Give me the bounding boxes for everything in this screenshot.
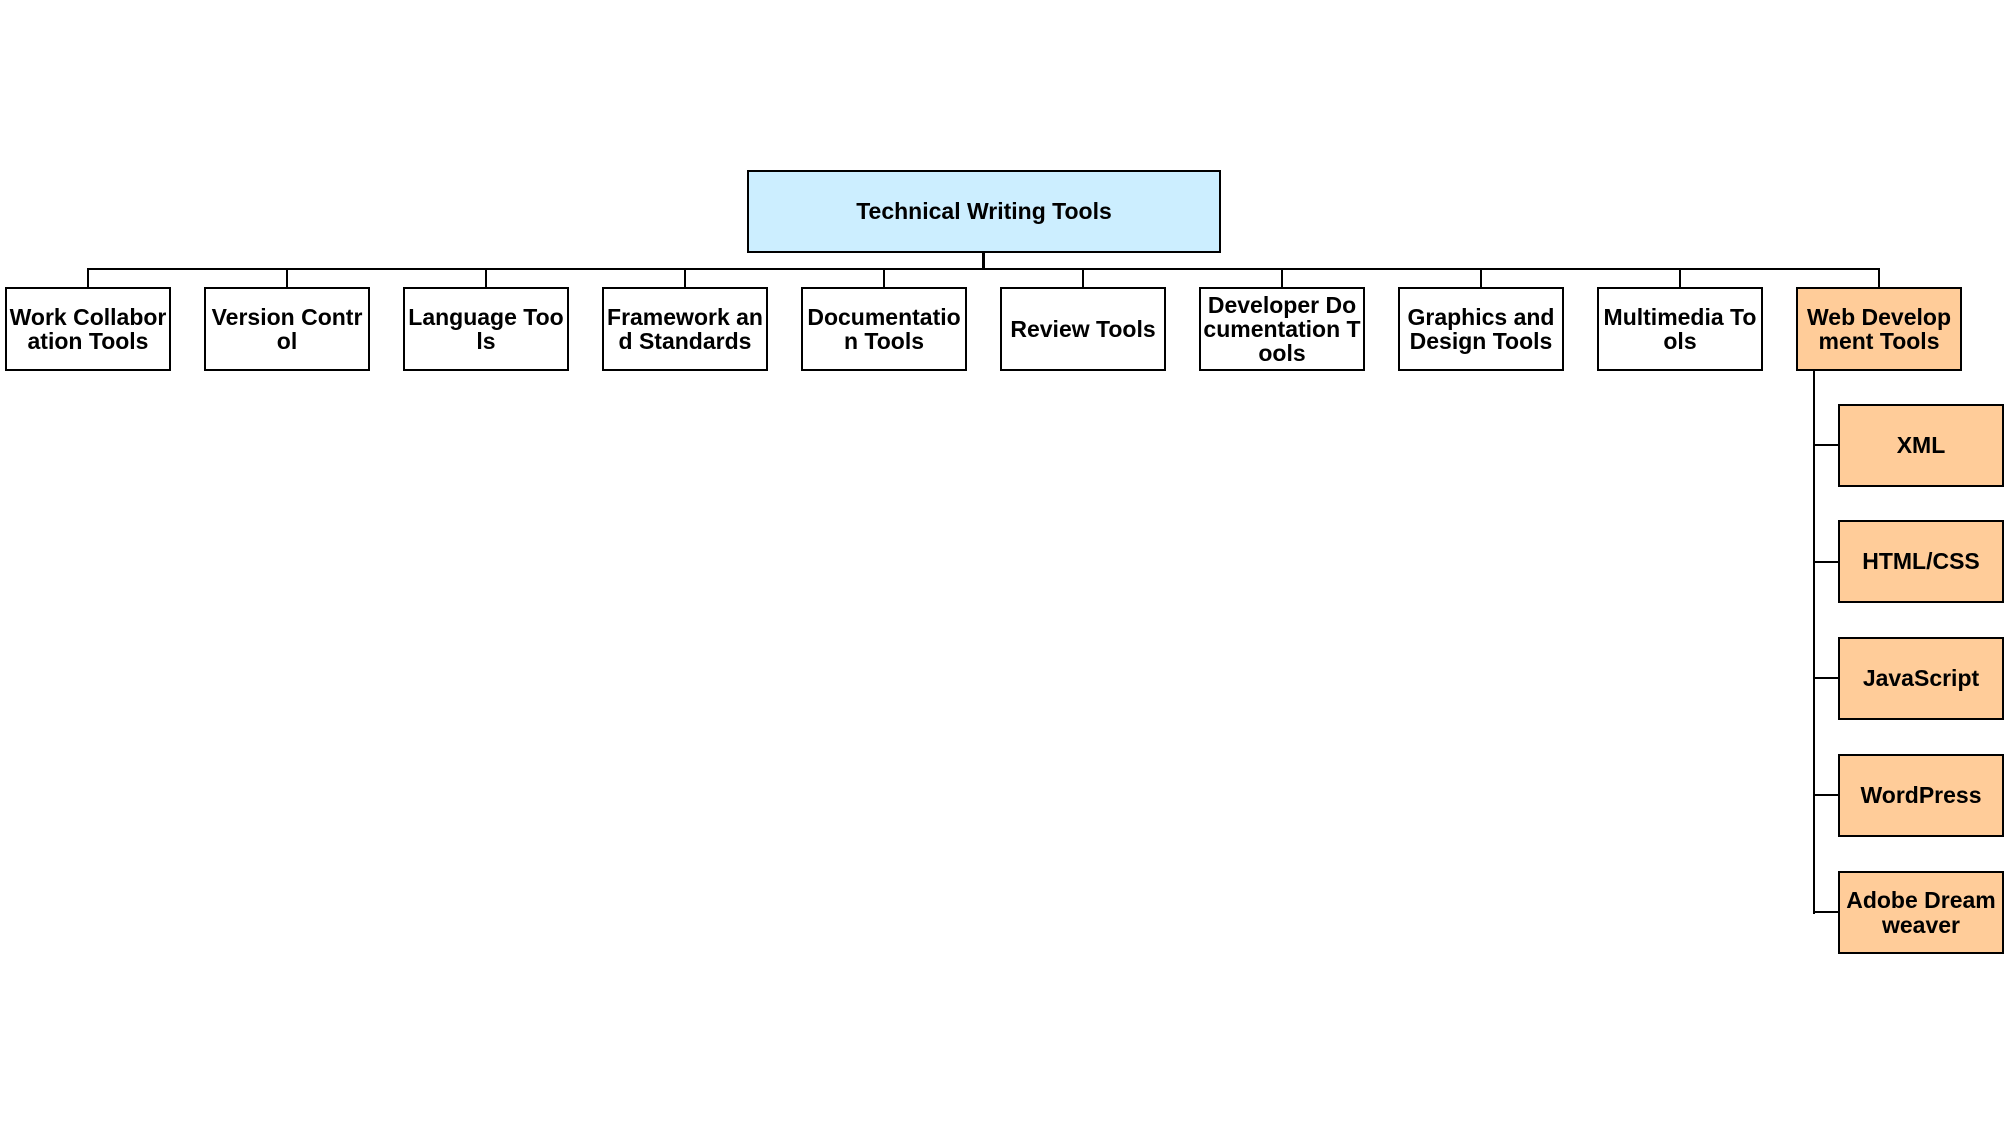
node-label: Work Collaboration Tools xyxy=(9,303,167,354)
node-label: Framework and Standards xyxy=(607,303,763,354)
child-connector xyxy=(1878,268,1880,287)
child-connector xyxy=(1679,268,1681,287)
node-label: Version Control xyxy=(211,303,363,354)
node-web-development-tools: Web Development Tools xyxy=(1796,287,1962,371)
web-dev-vertical-connector xyxy=(1813,371,1815,914)
root-connector xyxy=(982,253,985,270)
level1-bus xyxy=(87,268,1880,270)
node-label: Language Tools xyxy=(408,303,564,354)
node-label: XML xyxy=(1896,432,1946,459)
node-label: Adobe Dreamweaver xyxy=(1846,887,1996,938)
node-review-tools: Review Tools xyxy=(1000,287,1166,371)
child-connector xyxy=(684,268,686,287)
child-connector xyxy=(485,268,487,287)
node-language-tools: Language Tools xyxy=(403,287,569,371)
child-connector xyxy=(883,268,885,287)
node-label: Review Tools xyxy=(1010,315,1156,342)
node-label: Documentation Tools xyxy=(807,303,961,354)
web-dev-branch-connector xyxy=(1813,911,1838,913)
node-label: WordPress xyxy=(1860,782,1982,809)
node-label: Web Development Tools xyxy=(1807,303,1951,354)
node-framework-and-standards: Framework and Standards xyxy=(602,287,768,371)
root-node-label: Technical Writing Tools xyxy=(856,198,1112,225)
node-developer-documentation-tools: Developer Documentation Tools xyxy=(1199,287,1365,371)
child-connector xyxy=(1281,268,1283,287)
node-version-control: Version Control xyxy=(204,287,370,371)
node-label: HTML/CSS xyxy=(1862,548,1980,575)
node-wordpress: WordPress xyxy=(1838,754,2004,837)
web-dev-branch-connector xyxy=(1813,444,1838,446)
root-node: Technical Writing Tools xyxy=(747,170,1221,253)
node-work-collaboration-tools: Work Collaboration Tools xyxy=(5,287,171,371)
node-javascript: JavaScript xyxy=(1838,637,2004,720)
child-connector xyxy=(1082,268,1084,287)
node-html-css: HTML/CSS xyxy=(1838,520,2004,603)
node-label: JavaScript xyxy=(1862,665,1980,692)
node-multimedia-tools: Multimedia Tools xyxy=(1597,287,1763,371)
child-connector xyxy=(1480,268,1482,287)
child-connector xyxy=(87,268,89,287)
node-label: Developer Documentation Tools xyxy=(1203,291,1361,367)
child-connector xyxy=(286,268,288,287)
node-documentation-tools: Documentation Tools xyxy=(801,287,967,371)
node-xml: XML xyxy=(1838,404,2004,487)
web-dev-branch-connector xyxy=(1813,794,1838,796)
node-adobe-dreamweaver: Adobe Dreamweaver xyxy=(1838,871,2004,954)
web-dev-branch-connector xyxy=(1813,561,1838,563)
node-graphics-and-design-tools: Graphics and Design Tools xyxy=(1398,287,1564,371)
node-label: Graphics and Design Tools xyxy=(1407,303,1555,354)
node-label: Multimedia Tools xyxy=(1603,303,1757,354)
web-dev-branch-connector xyxy=(1813,677,1838,679)
